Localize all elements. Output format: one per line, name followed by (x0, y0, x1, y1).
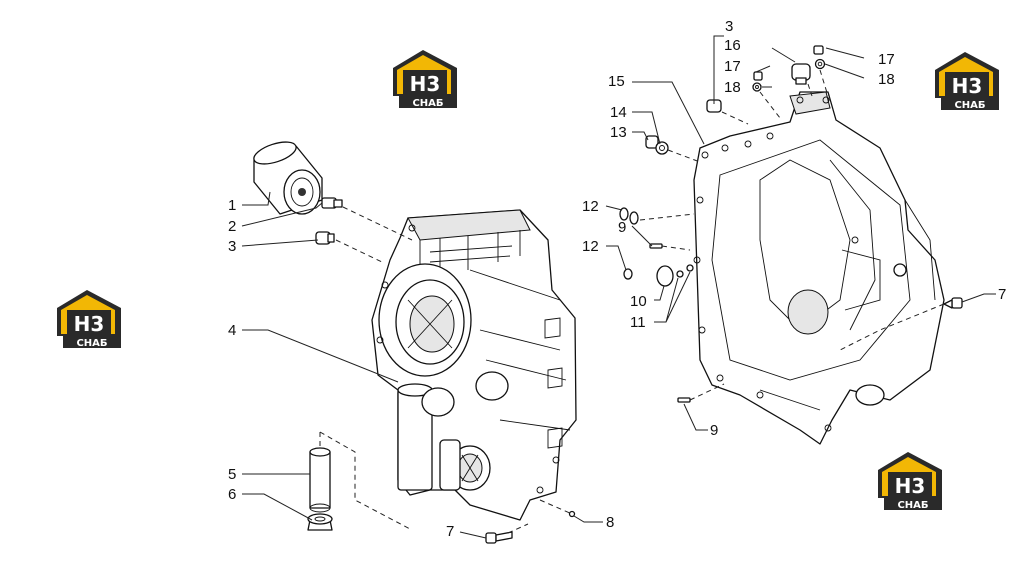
plug-part-13 (645, 135, 659, 149)
screw-part-right (943, 297, 963, 309)
logo-main-text: H3 (410, 72, 441, 96)
rear-housing-part (693, 91, 945, 445)
watermark-logo: H3 CHAБ (878, 452, 942, 511)
callout-1: 1 (228, 197, 236, 214)
logo-main-text: H3 (895, 474, 926, 498)
orings-part-12 (619, 207, 639, 280)
logo-sub-text: CHAБ (897, 500, 928, 511)
front-housing-part (371, 209, 577, 521)
logo-sub-text: CHAБ (954, 100, 985, 111)
orings-part-11 (676, 264, 694, 278)
callout-9-top: 9 (618, 219, 626, 236)
screw-part-17a (753, 71, 763, 81)
washer-part-18b (814, 58, 826, 70)
callout-4: 4 (228, 322, 236, 339)
callout-17-left: 17 (724, 58, 741, 75)
leader-lines (241, 35, 996, 539)
logo-sub-text: CHAБ (412, 98, 443, 109)
watermark-logo: H3 CHAБ (935, 52, 999, 111)
callout-10: 10 (630, 293, 647, 310)
seal-part (307, 513, 333, 531)
plug-part-left (315, 231, 335, 245)
callout-9-bottom: 9 (710, 422, 718, 439)
pin-part-9b (677, 397, 691, 403)
callout-8: 8 (606, 514, 614, 531)
breather-cap-part (791, 63, 811, 85)
callout-2: 2 (228, 218, 236, 235)
screw-part-bottom (485, 531, 513, 544)
callout-14: 14 (610, 104, 627, 121)
callout-3-right: 3 (725, 18, 733, 35)
callout-3-left: 3 (228, 238, 236, 255)
oil-filter-part (253, 141, 323, 215)
pin-part (568, 510, 576, 518)
callout-6: 6 (228, 486, 236, 503)
washer-part-18a (752, 82, 762, 92)
logo-main-text: H3 (74, 312, 105, 336)
callout-18-left: 18 (724, 79, 741, 96)
nipple-part (321, 197, 343, 209)
callout-16: 16 (724, 37, 741, 54)
sleeve-part (309, 447, 331, 513)
callout-7-bottom: 7 (446, 523, 454, 540)
logo-sub-text: CHAБ (76, 338, 107, 349)
callout-11: 11 (630, 314, 646, 331)
callout-5: 5 (228, 466, 236, 483)
callout-12-top: 12 (582, 198, 599, 215)
callout-labels: 1 2 3 4 5 6 7 8 3 16 17 17 18 18 15 14 1… (228, 18, 1006, 540)
callout-15: 15 (608, 73, 625, 90)
screw-part-17b (813, 45, 824, 55)
watermark-logo: H3 CHAБ (393, 50, 457, 109)
callout-12-bottom: 12 (582, 238, 599, 255)
callout-7-right: 7 (998, 286, 1006, 303)
callout-17-right: 17 (878, 51, 895, 68)
plug-part-10 (656, 265, 674, 287)
watermark-logo: H3 CHAБ (57, 290, 121, 349)
logo-main-text: H3 (952, 74, 983, 98)
callout-13: 13 (610, 124, 627, 141)
washer-part-14 (655, 141, 669, 155)
callout-18-right: 18 (878, 71, 895, 88)
